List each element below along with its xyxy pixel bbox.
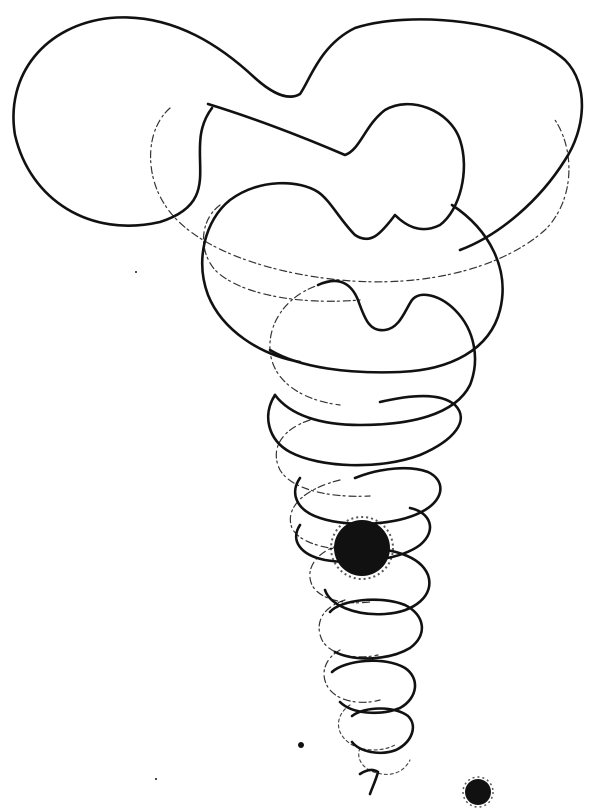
large-ink-blot bbox=[334, 520, 390, 576]
ink-speck-2 bbox=[155, 778, 157, 780]
top-lobed-loop bbox=[13, 17, 581, 250]
faint-ring-upper bbox=[151, 108, 569, 282]
ink-dot bbox=[298, 742, 304, 748]
spiral-tail-hook bbox=[360, 770, 378, 794]
small-ink-blot bbox=[465, 779, 491, 805]
ink-speck-1 bbox=[135, 271, 137, 273]
top-inner-stroke bbox=[202, 104, 464, 362]
spiral-ring-7 bbox=[352, 709, 413, 753]
faint-ring-middle bbox=[204, 205, 360, 405]
spiral-ring-6 bbox=[332, 661, 415, 713]
mid-wave-loop bbox=[270, 205, 503, 425]
spiral-ring-1 bbox=[268, 395, 461, 465]
spiral-scribble bbox=[13, 17, 581, 794]
ink-blots bbox=[135, 271, 493, 807]
